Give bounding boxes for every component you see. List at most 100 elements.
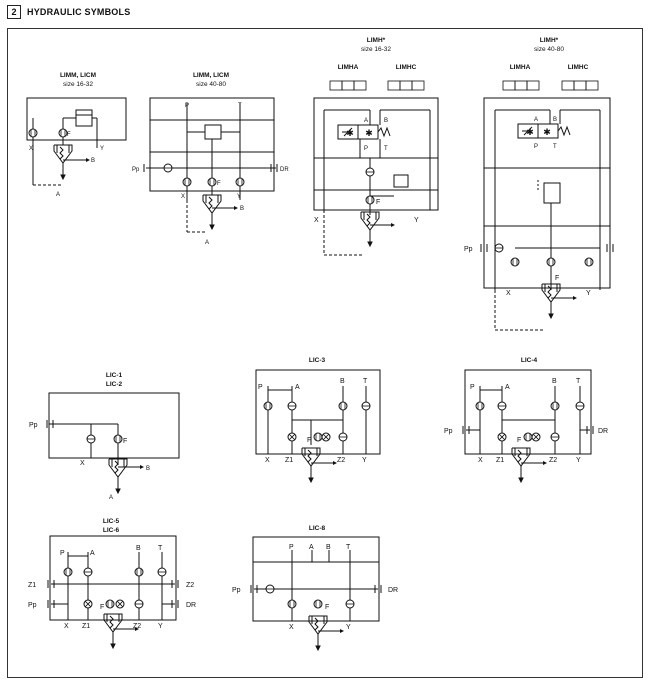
port-p-label: P <box>258 384 263 391</box>
port-a-label: A <box>534 117 538 123</box>
symbol-lic-8: LIC-8 P A B T Pp DR X Y F <box>232 525 398 651</box>
svg-text:✱: ✱ <box>543 127 551 137</box>
port-b-label: B <box>384 118 388 124</box>
port-x-label: X <box>314 217 319 224</box>
port-z2-label: Z2 <box>549 457 557 464</box>
port-b-label: B <box>240 206 244 212</box>
symbol-limm-large: LIMM, LICM size 40-80 P T Pp DR X Y F B … <box>132 72 289 246</box>
port-a-label: A <box>309 544 314 551</box>
port-y-label: Y <box>586 290 591 297</box>
limm-large-subtitle: size 40-80 <box>196 81 226 88</box>
port-x-label: X <box>29 146 33 152</box>
port-y-label: Y <box>100 146 104 152</box>
lic4-title: LIC-4 <box>521 357 538 364</box>
port-x-label: X <box>289 624 294 631</box>
port-y-label: Y <box>362 457 367 464</box>
port-b-label: B <box>553 117 557 123</box>
section-title: HYDRAULIC SYMBOLS <box>27 7 131 17</box>
limm-small-title: LIMM, LICM <box>60 72 96 79</box>
lic3-title: LIC-3 <box>309 357 326 364</box>
port-dr-label: DR <box>388 587 398 594</box>
port-f-label: F <box>517 437 521 444</box>
lic8-title: LIC-8 <box>309 525 326 532</box>
limha-label: LIMHA <box>338 64 359 71</box>
port-t-label: T <box>238 103 242 109</box>
svg-text:✱: ✱ <box>365 128 373 138</box>
port-f-label: F <box>307 437 311 444</box>
lic5-title: LIC-5 <box>103 518 120 525</box>
port-t-label: T <box>346 544 351 551</box>
svg-text:✱: ✱ <box>526 127 534 137</box>
svg-text:✱: ✱ <box>346 128 354 138</box>
port-p-label: P <box>534 144 538 150</box>
port-t-label: T <box>158 545 163 552</box>
port-a-label: A <box>109 495 113 501</box>
port-pp-label: Pp <box>132 167 140 173</box>
port-pp-label: Pp <box>464 246 473 253</box>
port-a-label: A <box>505 384 510 391</box>
port-z2-label: Z2 <box>133 623 141 630</box>
port-t-label: T <box>384 146 388 152</box>
port-p-label: P <box>364 146 368 152</box>
port-p-label: P <box>289 544 294 551</box>
lic6-title: LIC-6 <box>103 527 120 534</box>
limm-small-subtitle: size 16-32 <box>63 81 93 88</box>
port-z1-label: Z1 <box>285 457 293 464</box>
lic2-title: LIC-2 <box>106 381 123 388</box>
port-pp-label: Pp <box>444 428 453 435</box>
limh-small-title: LIMH* <box>367 37 386 44</box>
limh-large-subtitle: size 40-80 <box>534 46 564 53</box>
port-p-label: P <box>60 550 65 557</box>
symbol-lic-1-2: LIC-1 LIC-2 Pp X F B A <box>29 372 180 501</box>
port-b-label: B <box>136 545 141 552</box>
port-pp-label: Pp <box>28 602 37 609</box>
limh-large-title: LIMH* <box>540 37 559 44</box>
port-b-label: B <box>340 378 345 385</box>
port-f-label: F <box>123 438 127 445</box>
limm-large-title: LIMM, LICM <box>193 72 229 79</box>
port-dr-label: DR <box>186 602 196 609</box>
symbol-lic-4: LIC-4 P A B T Pp DR X Z1 Z2 Y F <box>444 357 608 483</box>
port-x-label: X <box>64 623 69 630</box>
port-b-label: B <box>326 544 331 551</box>
orifice-icon <box>58 128 68 138</box>
port-z1-label: Z1 <box>496 457 504 464</box>
port-a-label: A <box>364 118 368 124</box>
port-z2-label: Z2 <box>337 457 345 464</box>
port-pp-label: Pp <box>29 422 38 429</box>
port-y-label: Y <box>237 194 241 200</box>
port-a-label: A <box>295 384 300 391</box>
symbol-limh-small: LIMH* size 16-32 LIMHA LIMHC ✱✱ A B P T … <box>313 37 439 256</box>
port-y-label: Y <box>158 623 163 630</box>
symbol-lic-5-6: LIC-5 LIC-6 P A B T Z1 Z2 Pp DR X Z1 Z2 … <box>28 518 196 649</box>
lic1-title: LIC-1 <box>106 372 123 379</box>
symbol-limm-small: LIMM, LICM size 16-32 X Y F B A <box>26 72 127 198</box>
port-x-label: X <box>181 194 185 200</box>
port-f-label: F <box>555 275 559 282</box>
limha-label: LIMHA <box>510 64 531 71</box>
port-x-label: X <box>80 460 85 467</box>
port-b-label: B <box>91 158 95 164</box>
port-x-label: X <box>265 457 270 464</box>
symbol-limh-large: LIMH* size 40-80 LIMHA LIMHC ✱✱ A B P T … <box>464 37 614 331</box>
port-f-label: F <box>325 604 329 611</box>
limh-small-subtitle: size 16-32 <box>361 46 391 53</box>
port-t-label: T <box>576 378 581 385</box>
port-f-label: F <box>100 604 104 611</box>
port-a-label: A <box>205 240 209 246</box>
port-f-label: F <box>376 199 380 206</box>
section-header: 2 HYDRAULIC SYMBOLS <box>7 5 130 19</box>
port-dr-label: DR <box>598 428 608 435</box>
port-b-label: B <box>146 466 150 472</box>
port-z2-right-label: Z2 <box>186 582 194 589</box>
port-pp-label: Pp <box>232 587 241 594</box>
symbols-frame <box>7 28 643 678</box>
port-t-label: T <box>553 144 557 150</box>
port-x-label: X <box>506 290 511 297</box>
orifice-icon <box>28 128 38 138</box>
port-a-label: A <box>90 550 95 557</box>
check-valve-icon <box>163 163 173 173</box>
port-z1-left-label: Z1 <box>28 582 36 589</box>
port-y-label: Y <box>414 217 419 224</box>
